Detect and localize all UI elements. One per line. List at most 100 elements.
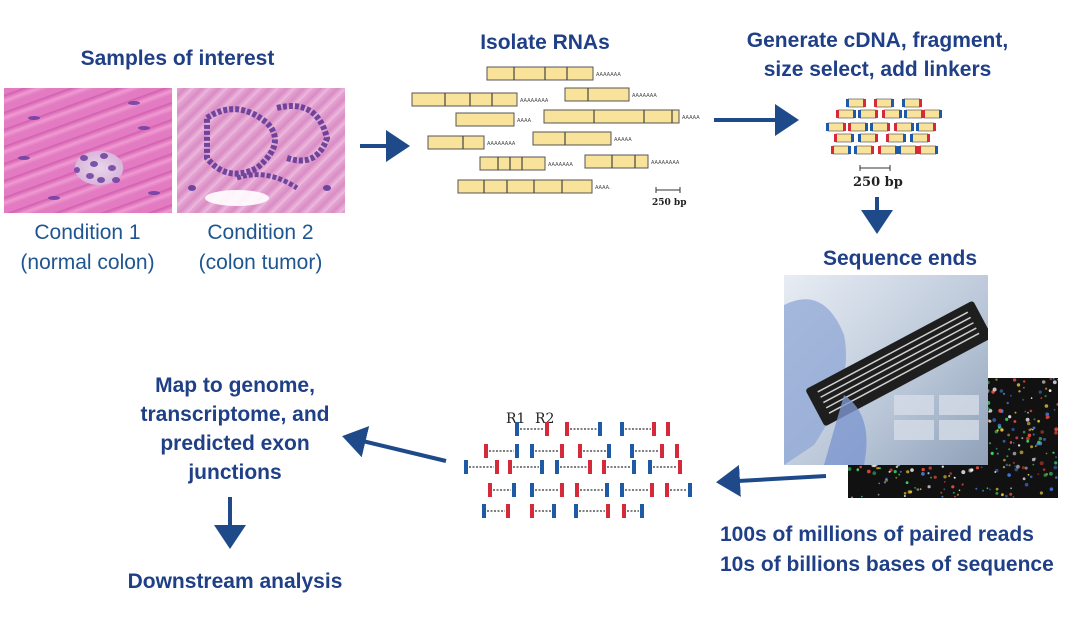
cluster-dot xyxy=(1040,397,1043,400)
cluster-dot xyxy=(1044,404,1049,408)
read-end xyxy=(598,422,602,436)
reads-line2: 10s of billions bases of sequence xyxy=(720,553,1054,576)
cluster-dot xyxy=(1032,433,1035,436)
cluster-dot xyxy=(1000,428,1004,432)
cdna-fragment xyxy=(923,109,941,119)
cluster-dot xyxy=(921,472,925,476)
cluster-dot xyxy=(848,467,852,471)
cluster-dot xyxy=(988,407,991,411)
polya-tail: AAAAAAAA xyxy=(651,160,680,166)
read-end xyxy=(678,460,682,474)
cluster-dot xyxy=(949,472,952,475)
cluster-dot xyxy=(1048,389,1052,392)
cluster-dot xyxy=(1016,464,1020,469)
cluster-dot xyxy=(877,493,880,496)
cdna-linker xyxy=(848,123,851,131)
cdna-fragment xyxy=(875,98,893,108)
cluster-dot xyxy=(903,492,907,495)
rna-transcript xyxy=(411,92,518,107)
cdna-fragment xyxy=(887,133,905,143)
normal-colon-nuclei xyxy=(18,101,160,200)
cluster-dot xyxy=(956,493,959,496)
rna-transcript xyxy=(584,154,649,169)
cluster-dot xyxy=(996,429,999,432)
cluster-dot xyxy=(1054,431,1058,435)
cluster-dot xyxy=(1044,387,1048,390)
normal-colon-histology-image xyxy=(4,88,172,213)
cluster-dot xyxy=(1037,440,1041,445)
cluster-dot xyxy=(1024,466,1028,470)
condition1-desc: (normal colon) xyxy=(20,251,155,274)
cluster-dot xyxy=(1009,394,1012,397)
condition2-label: Condition 2 (colon tumor) xyxy=(178,218,343,278)
cdna-linker xyxy=(843,123,846,131)
cluster-dot xyxy=(1009,492,1013,496)
read-end xyxy=(660,444,664,458)
cluster-dot xyxy=(898,473,901,476)
cluster-dot xyxy=(1012,378,1017,382)
cdna-fragment xyxy=(919,145,937,155)
cluster-dot xyxy=(1038,437,1043,441)
cluster-dot xyxy=(1024,410,1027,413)
cluster-dot xyxy=(919,488,922,491)
cluster-dot xyxy=(995,378,998,381)
cdna-linker xyxy=(933,123,936,131)
cluster-dot xyxy=(861,495,863,498)
cluster-dot xyxy=(1017,444,1021,447)
cluster-dot xyxy=(1044,394,1047,398)
cluster-dot xyxy=(999,389,1004,393)
read-end xyxy=(565,422,569,436)
cluster-dot xyxy=(903,495,906,497)
rna-transcript xyxy=(486,66,594,81)
cluster-dot xyxy=(952,491,955,494)
rna-transcript xyxy=(427,135,485,150)
sequencer-flowcell-photo xyxy=(784,275,988,465)
polya-tail: AAAAAAAA xyxy=(487,141,516,147)
cluster-dot xyxy=(927,472,930,475)
cluster-dot xyxy=(992,387,997,392)
cluster-dot xyxy=(1039,461,1044,466)
cluster-dot xyxy=(1055,456,1057,459)
cdna-linker xyxy=(882,110,885,118)
rna-transcript xyxy=(479,156,546,171)
cdna-linker xyxy=(918,146,921,154)
cluster-dot xyxy=(1016,383,1021,387)
cluster-dot xyxy=(1052,451,1055,454)
cluster-dot xyxy=(990,451,994,455)
polya-tail: AAAAAAAA xyxy=(520,98,549,104)
cluster-dot xyxy=(1007,433,1010,437)
cluster-dot xyxy=(1008,415,1012,419)
sequence-ends-label: Sequence ends xyxy=(822,247,978,270)
cluster-dot xyxy=(982,489,984,492)
cdna-fragment xyxy=(903,98,921,108)
cluster-dot xyxy=(1019,450,1024,455)
condition1-name: Condition 1 xyxy=(34,221,141,244)
rna-scale-label: 250 bp xyxy=(652,198,687,208)
cluster-dot xyxy=(941,465,944,468)
cdna-linker xyxy=(875,134,878,142)
polya-tail: AAAA. xyxy=(595,185,611,191)
reads-summary-label: 100s of millions of paired reads 10s of … xyxy=(720,520,1075,580)
read-label-r2: R2 xyxy=(535,411,554,427)
read-end xyxy=(555,460,559,474)
cluster-dot xyxy=(1040,430,1044,434)
cluster-dot xyxy=(1023,380,1026,383)
cluster-dot xyxy=(953,476,956,479)
cluster-dot xyxy=(1008,448,1011,451)
cluster-dot xyxy=(1002,392,1006,395)
cdna-fragment xyxy=(847,98,865,108)
cdna-linker xyxy=(927,134,930,142)
cluster-dot xyxy=(1049,487,1054,491)
read-end xyxy=(515,422,519,436)
cdna-linker xyxy=(887,123,890,131)
cluster-dot xyxy=(878,482,881,485)
read-end xyxy=(552,504,556,518)
read-end xyxy=(560,444,564,458)
cdna-fragments xyxy=(826,98,942,155)
cluster-dot xyxy=(1053,408,1056,411)
cluster-dot xyxy=(1018,390,1021,393)
cluster-dot xyxy=(992,418,997,422)
cdna-fragment xyxy=(835,133,853,143)
cluster-dot xyxy=(1027,473,1030,476)
